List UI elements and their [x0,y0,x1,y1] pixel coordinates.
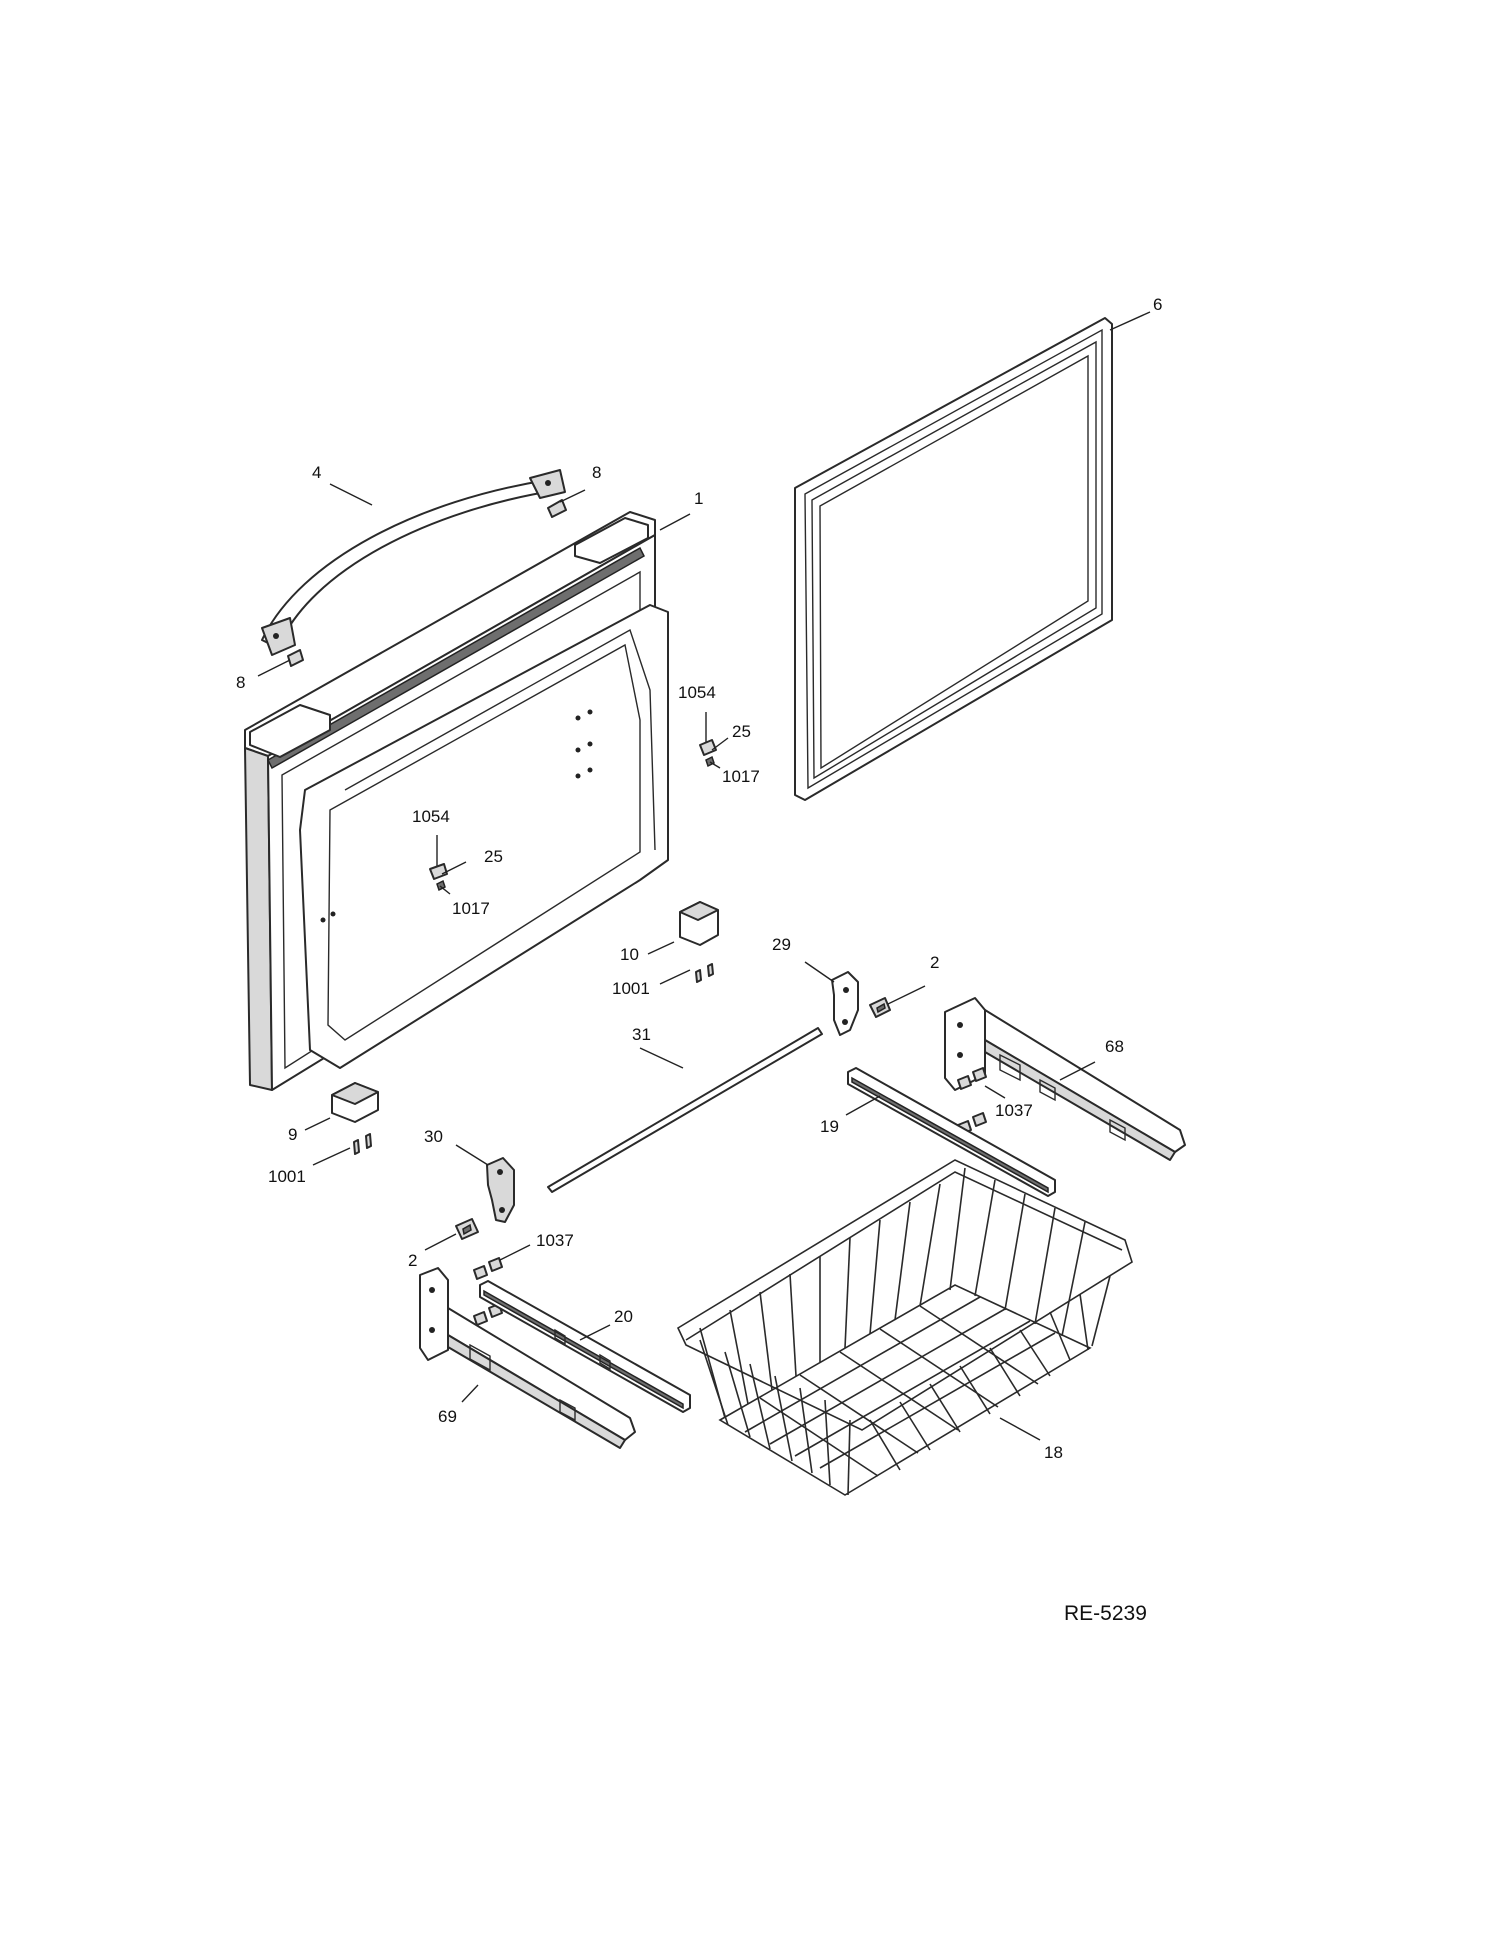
door-handle [261,469,566,656]
slide-bracket-left [419,1267,636,1449]
slide-bracket-right [944,997,1186,1161]
hinge-bolt-right [869,997,891,1018]
callout-1017-right: 1017 [722,767,760,786]
door-gasket [794,317,1113,801]
hinge-bolt-left [455,1218,479,1240]
slide-rail-left [479,1280,691,1413]
callout-25-left: 25 [484,847,503,866]
callout-6: 6 [1153,295,1162,314]
hinge-arm-30 [486,1157,515,1223]
screws-1001-right [695,963,714,983]
connecting-rod [547,1027,823,1193]
bracket-9 [331,1082,379,1123]
reference-code: RE-5239 [1064,1602,1147,1625]
callout-1037-left: 1037 [536,1231,574,1250]
callout-8-lower: 8 [236,673,245,692]
handle-screw-upper [547,499,567,518]
basket-wires-back [699,1167,1086,1419]
freezer-door [244,511,669,1091]
callout-29: 29 [772,935,791,954]
callout-1054-right: 1054 [678,683,716,702]
callout-1001-left: 1001 [268,1167,306,1186]
callout-68: 68 [1105,1037,1124,1056]
callout-30: 30 [424,1127,443,1146]
bracket-10 [679,901,719,946]
callout-1: 1 [694,489,703,508]
callout-25-right: 25 [732,722,751,741]
callout-10: 10 [620,945,639,964]
screws-1037-right [957,1067,987,1135]
callout-4: 4 [312,463,321,482]
callout-numbers: 6 1 4 8 8 1054 25 1017 1054 25 1017 10 1… [236,295,1162,1462]
screws-1001-left [353,1133,372,1155]
callout-9: 9 [288,1125,297,1144]
wire-basket [676,1159,1133,1496]
callout-1037-right: 1037 [995,1101,1033,1120]
callout-2-right: 2 [930,953,939,972]
hinge-arm-29 [831,971,859,1036]
leader-lines [257,311,1151,1441]
callout-8-upper: 8 [592,463,601,482]
fastener-group-right [699,712,717,768]
callout-20: 20 [614,1307,633,1326]
callout-1001-right: 1001 [612,979,650,998]
callout-18: 18 [1044,1443,1063,1462]
callout-1017-left: 1017 [452,899,490,918]
handle-screw-lower [287,649,304,667]
callout-2-left: 2 [408,1251,417,1270]
basket-floor-grid [744,1296,1056,1477]
callout-1054-left: 1054 [412,807,450,826]
callout-69: 69 [438,1407,457,1426]
callout-19: 19 [820,1117,839,1136]
slide-rail-right [847,1067,1056,1197]
callout-31: 31 [632,1025,651,1044]
